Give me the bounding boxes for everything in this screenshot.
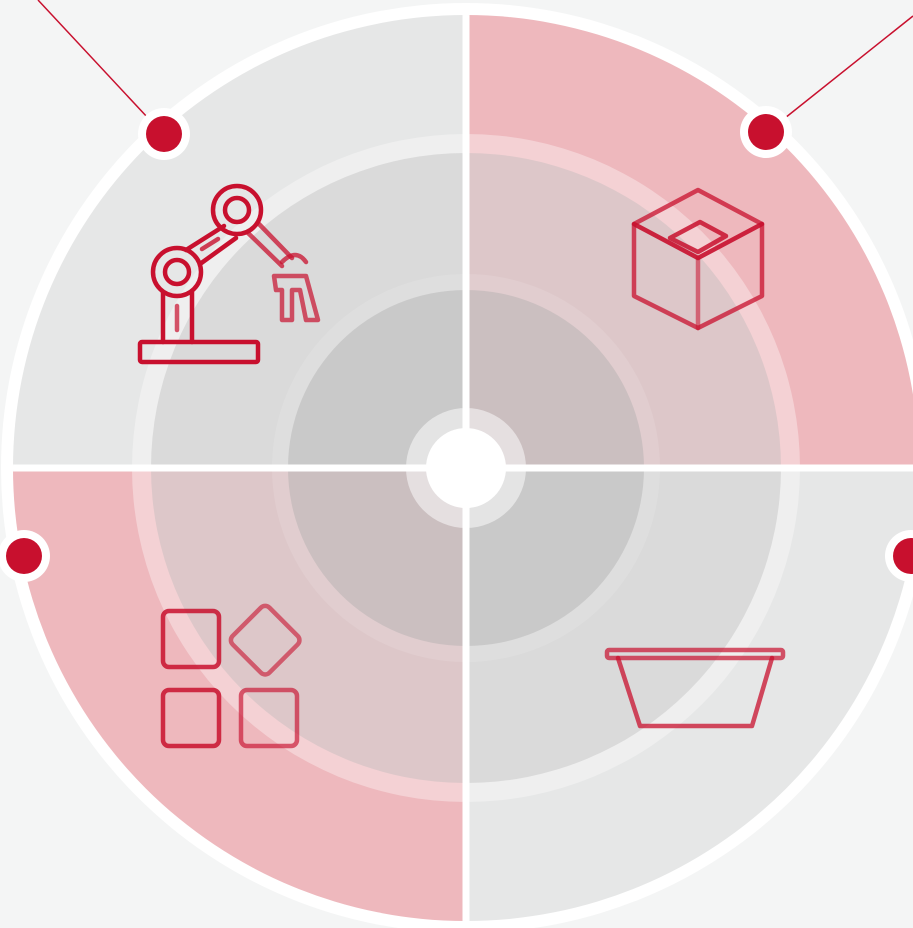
connector-dot-right[interactable] (885, 530, 913, 582)
connector-dot-left[interactable] (0, 530, 50, 582)
connector-line-top-right (784, 15, 913, 119)
robot-arm-icon (137, 183, 321, 365)
blocks-icon (160, 603, 302, 749)
connector-dot-top-right[interactable] (740, 106, 792, 158)
hub-center (426, 428, 506, 508)
connector-line-top-left (37, 0, 149, 119)
box-icon (631, 187, 765, 331)
connector-dot-top-left[interactable] (138, 108, 190, 160)
tray-icon (604, 647, 786, 729)
